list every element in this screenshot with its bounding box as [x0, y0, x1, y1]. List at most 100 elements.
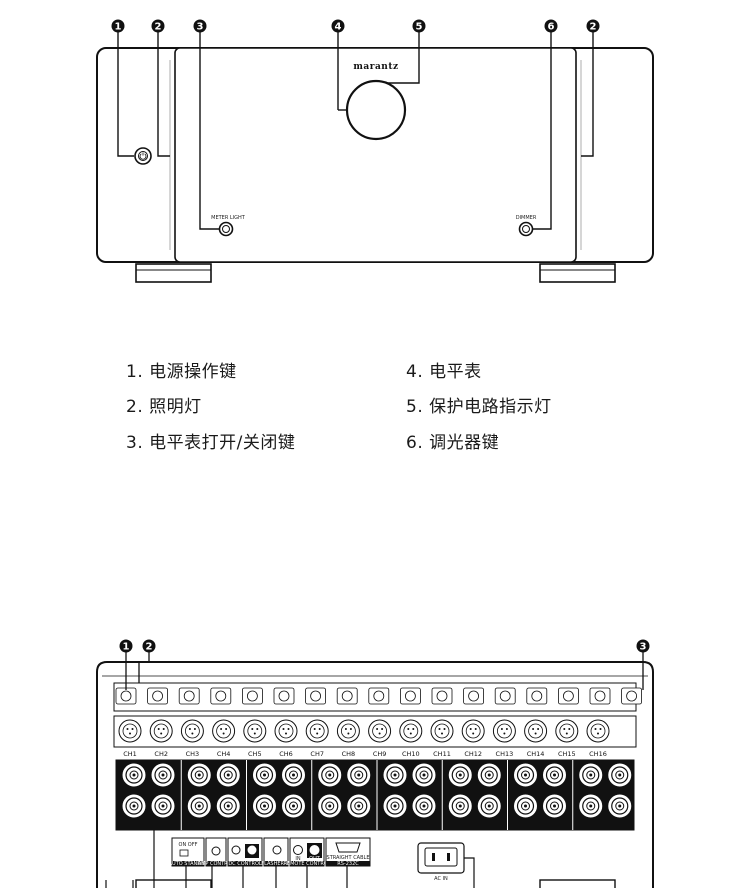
xlr-input-jack[interactable]: [118, 719, 142, 743]
speaker-terminal[interactable]: [543, 794, 566, 818]
rs232c-port[interactable]: [335, 842, 361, 853]
fuse-holder: [336, 687, 358, 705]
rear-callout-2: 2: [142, 639, 156, 653]
speaker-terminal[interactable]: [477, 763, 501, 787]
remote-out-jack[interactable]: [309, 845, 320, 855]
fuse-holder: [368, 687, 390, 705]
speaker-terminal[interactable]: [253, 794, 276, 818]
front-callout-5: 5: [412, 19, 426, 33]
xlr-input-jack[interactable]: [461, 719, 485, 743]
power-button[interactable]: [134, 147, 152, 165]
dimmer-button[interactable]: [518, 221, 534, 237]
xlr-input-jack[interactable]: [243, 719, 267, 743]
svg-text:4: 4: [335, 22, 342, 33]
xlr-input-jack[interactable]: [180, 719, 204, 743]
speaker-terminal[interactable]: [448, 763, 472, 787]
speaker-terminal[interactable]: [608, 763, 632, 787]
front-callout-2b: 2: [586, 19, 600, 33]
xlr-input-jack[interactable]: [336, 719, 360, 743]
fuse-holder: [210, 687, 232, 705]
speaker-terminal[interactable]: [122, 763, 146, 787]
xlr-input-jack[interactable]: [555, 719, 579, 743]
xlr-input-jack[interactable]: [274, 719, 298, 743]
xlr-input-jack[interactable]: [149, 719, 173, 743]
channel-label: CH14: [527, 750, 545, 758]
svg-text:3: 3: [640, 642, 647, 653]
remote-in-jack[interactable]: [293, 845, 303, 855]
channel-label: CH1: [123, 750, 137, 758]
xlr-input-jack[interactable]: [368, 719, 392, 743]
svg-text:3: 3: [197, 22, 204, 33]
xlr-input-jack[interactable]: [524, 719, 548, 743]
xlr-input-jack[interactable]: [399, 719, 423, 743]
speaker-terminals: [122, 760, 632, 830]
remote-in-label: IN: [295, 856, 300, 862]
speaker-terminal[interactable]: [318, 763, 342, 787]
speaker-terminal[interactable]: [151, 794, 175, 818]
fuse-holder: [241, 687, 263, 705]
fuse-holder: [494, 687, 516, 705]
speaker-terminal[interactable]: [608, 794, 632, 818]
xlr-input-jack[interactable]: [430, 719, 454, 743]
speaker-terminal[interactable]: [477, 794, 501, 818]
fuse-holder: [115, 687, 137, 705]
speaker-terminal[interactable]: [347, 763, 371, 787]
auto-standby-switch[interactable]: [179, 849, 189, 857]
speaker-terminal[interactable]: [383, 794, 407, 818]
speaker-terminal[interactable]: [412, 763, 436, 787]
remote-out-label: OUT: [309, 856, 321, 862]
fuse-holder: [589, 687, 611, 705]
speaker-terminal[interactable]: [216, 794, 240, 818]
front-foot-right: [539, 263, 616, 283]
svg-text:1: 1: [123, 642, 130, 653]
svg-text:2: 2: [146, 642, 153, 653]
amp-control-jack[interactable]: [211, 846, 221, 856]
speaker-terminal[interactable]: [122, 794, 146, 818]
speaker-terminal[interactable]: [514, 763, 537, 787]
rear-bottom-leaders: [105, 830, 475, 888]
speaker-terminal[interactable]: [187, 763, 211, 787]
dc-control-label: DC CONTROL: [228, 861, 262, 867]
dc-out-jack[interactable]: [247, 845, 257, 855]
channel-label: CH4: [217, 750, 231, 758]
xlr-input-jack[interactable]: [586, 719, 610, 743]
speaker-terminal[interactable]: [579, 794, 603, 818]
xlr-input-jack[interactable]: [212, 719, 236, 743]
fuse-holder: [273, 687, 295, 705]
speaker-terminal[interactable]: [448, 794, 472, 818]
speaker-terminal[interactable]: [347, 794, 371, 818]
channel-label: CH7: [310, 750, 324, 758]
meter-light-button[interactable]: [218, 221, 234, 237]
fuse-holder: [305, 687, 327, 705]
xlr-input-jack[interactable]: [492, 719, 516, 743]
speaker-terminal[interactable]: [318, 794, 342, 818]
svg-text:6: 6: [548, 22, 555, 33]
speaker-terminal[interactable]: [383, 763, 407, 787]
legend-item-4: 4. 电平表: [406, 362, 482, 382]
on-off-label: ON OFF: [179, 842, 198, 848]
speaker-terminal[interactable]: [216, 763, 240, 787]
flasher-in-label: FLASHER IN: [261, 861, 291, 867]
front-foot-left: [135, 263, 212, 283]
dc-in-jack[interactable]: [231, 845, 241, 855]
speaker-terminal[interactable]: [282, 763, 305, 787]
speaker-terminal[interactable]: [282, 794, 305, 818]
speaker-terminal[interactable]: [151, 763, 175, 787]
speaker-terminal[interactable]: [187, 794, 211, 818]
channel-label: CH6: [279, 750, 293, 758]
channel-label: CH8: [342, 750, 356, 758]
xlr-input-jack[interactable]: [305, 719, 329, 743]
xlr-input-row: [118, 719, 610, 743]
speaker-terminal[interactable]: [579, 763, 603, 787]
front-callout-1: 1: [111, 19, 125, 33]
speaker-terminal[interactable]: [543, 763, 566, 787]
svg-text:2: 2: [155, 22, 162, 33]
front-panel-diagram: marantz METER LIGHT DIMMER 1: [96, 19, 654, 283]
speaker-terminal[interactable]: [253, 763, 276, 787]
ac-inlet[interactable]: [424, 847, 458, 867]
legend-item-5: 5. 保护电路指示灯: [406, 397, 552, 417]
speaker-terminal[interactable]: [514, 794, 537, 818]
speaker-terminal[interactable]: [412, 794, 436, 818]
flasher-in-jack[interactable]: [272, 845, 282, 855]
